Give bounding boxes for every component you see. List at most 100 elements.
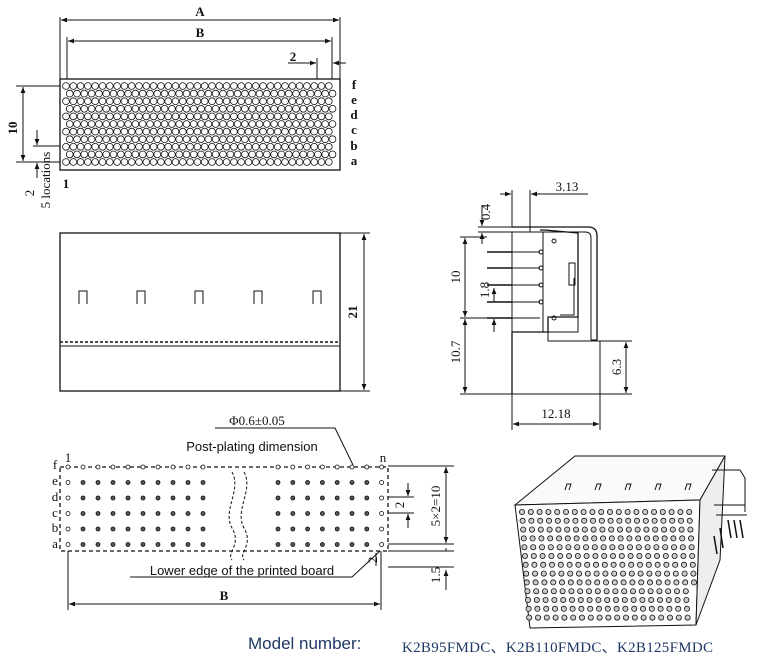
pcb-hole xyxy=(140,511,146,516)
iso-pin xyxy=(564,526,571,533)
pcb-hole xyxy=(334,511,340,516)
contact-hole xyxy=(288,82,297,90)
iso-pin xyxy=(639,597,646,604)
dim-5x2-label: 5×2=10 xyxy=(428,486,443,527)
iso-pin xyxy=(684,605,691,612)
contact-hole xyxy=(310,127,319,136)
pcb-hole xyxy=(290,495,296,501)
contact-hole xyxy=(317,112,326,121)
contact-hole xyxy=(127,97,136,105)
contact-hole xyxy=(142,127,151,136)
contact-hole xyxy=(120,82,129,90)
iso-pin xyxy=(647,579,654,586)
contact-hole xyxy=(277,89,286,98)
contact-hole xyxy=(262,89,271,98)
contact-hole xyxy=(91,97,99,105)
contact-hole xyxy=(266,127,275,136)
contact-hole xyxy=(142,143,151,151)
iso-pin xyxy=(674,588,681,595)
pcb-hole xyxy=(379,464,385,470)
contact-hole xyxy=(314,120,322,128)
contact-hole xyxy=(211,105,220,113)
contact-hole xyxy=(299,135,308,144)
contact-hole xyxy=(277,105,286,113)
contact-hole xyxy=(255,135,264,144)
contact-hole xyxy=(142,112,151,121)
iso-pin xyxy=(524,588,531,595)
contact-hole xyxy=(95,120,103,128)
iso-pin xyxy=(520,526,527,533)
contact-hole xyxy=(62,82,70,90)
contact-hole xyxy=(73,89,81,98)
pcb-hole xyxy=(140,480,146,485)
iso-pin xyxy=(654,561,661,568)
pcb-hole xyxy=(305,542,311,547)
pcb-hole xyxy=(125,480,131,485)
pcb-hole xyxy=(140,495,146,501)
iso-pin xyxy=(638,579,645,586)
contact-hole xyxy=(109,120,118,128)
iso-pin xyxy=(667,614,674,621)
iso-pin xyxy=(532,579,539,586)
contact-hole xyxy=(277,120,286,128)
contact-hole xyxy=(182,89,191,98)
contact-hole xyxy=(91,143,99,151)
iso-pin xyxy=(628,561,635,568)
contact-hole xyxy=(175,105,184,113)
contact-hole xyxy=(310,97,319,105)
contact-hole xyxy=(303,143,311,151)
pcb-hole xyxy=(125,542,131,547)
pcb-hole xyxy=(319,526,325,532)
iso-pin xyxy=(642,517,649,524)
contact-hole xyxy=(273,82,282,90)
contact-hole xyxy=(76,158,85,166)
contact-hole xyxy=(277,150,286,159)
iso-pin xyxy=(546,517,553,524)
contact-hole xyxy=(237,127,246,136)
iso-pin xyxy=(672,561,679,568)
iso-pin xyxy=(610,561,617,568)
contact-hole xyxy=(219,150,227,159)
contact-hole xyxy=(164,143,173,151)
pcb-hole xyxy=(319,542,325,547)
iso-pin xyxy=(530,553,537,560)
contact-hole xyxy=(171,158,180,166)
dim-21-label: 21 xyxy=(345,306,360,319)
fp-row-e: e xyxy=(52,473,58,488)
iso-pin xyxy=(535,614,542,621)
contact-hole xyxy=(295,112,304,121)
contact-hole xyxy=(113,158,121,166)
contact-hole xyxy=(179,112,187,121)
contact-hole xyxy=(252,158,260,166)
iso-pin xyxy=(622,605,629,612)
contact-hole xyxy=(237,158,246,166)
dim-b-label: B xyxy=(196,25,205,40)
iso-pin xyxy=(560,597,567,604)
iso-pin xyxy=(559,579,566,586)
iso-pin xyxy=(590,526,597,533)
contact-hole xyxy=(106,127,114,136)
contact-hole xyxy=(317,158,326,166)
iso-pin xyxy=(621,588,628,595)
contact-hole xyxy=(255,150,264,159)
iso-pin xyxy=(600,535,607,542)
contact-hole xyxy=(317,143,326,151)
iso-pin xyxy=(594,588,601,595)
top-pin-grid xyxy=(62,82,337,166)
iso-pin xyxy=(556,535,563,542)
iso-pin xyxy=(538,535,545,542)
iso-pin xyxy=(566,553,573,560)
contact-hole xyxy=(270,105,278,113)
contact-hole xyxy=(164,112,173,121)
iso-pin xyxy=(576,579,583,586)
iso-pin xyxy=(637,561,644,568)
contact-hole xyxy=(153,150,162,159)
contact-hole xyxy=(215,112,224,121)
contact-hole xyxy=(179,82,187,90)
contact-hole xyxy=(248,150,257,159)
contact-hole xyxy=(186,82,194,90)
contact-hole xyxy=(171,82,180,90)
pcb-hole xyxy=(110,511,116,516)
iso-pin xyxy=(582,535,589,542)
pcb-hole xyxy=(95,480,101,485)
